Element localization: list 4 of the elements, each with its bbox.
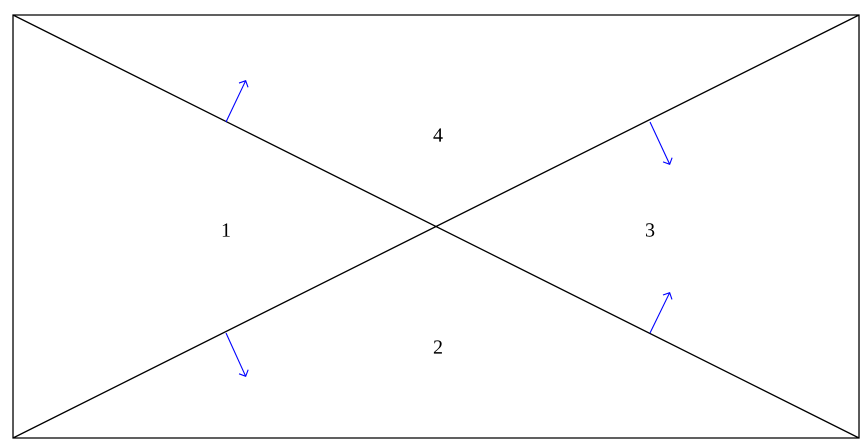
region-number: 2 (434, 340, 442, 354)
region-number: 3 (646, 223, 654, 237)
region-number: 1 (222, 223, 230, 237)
region-number: 4 (433, 128, 443, 142)
